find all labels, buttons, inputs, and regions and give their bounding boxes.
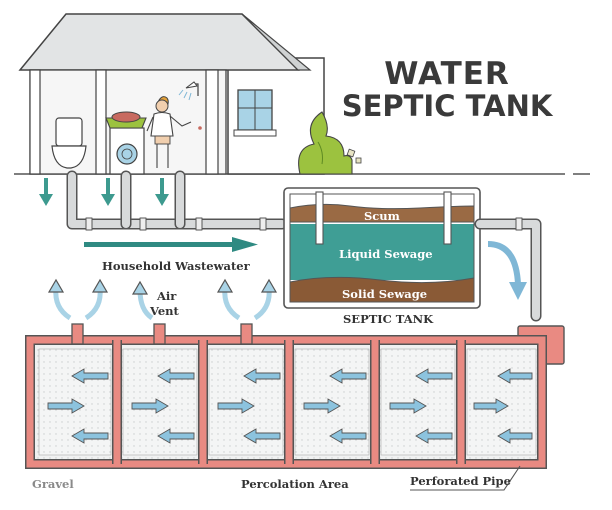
- toilet-icon: [51, 117, 87, 169]
- solid-sewage-layer: [289, 276, 475, 303]
- septic-tank-label: SEPTIC TANK: [343, 312, 434, 326]
- outflow-arrow: [487, 241, 527, 300]
- title-line-1: WATER: [384, 56, 510, 92]
- house: [18, 13, 325, 175]
- air-vent-label-line1: Air: [157, 289, 177, 303]
- gravel-label: Gravel: [32, 477, 74, 491]
- household-wastewater-label: Household Wastewater: [102, 259, 250, 273]
- air-vent-label-line2: Vent: [150, 304, 179, 318]
- percolation-area-label: Percolation Area: [241, 477, 349, 491]
- solid-sewage-label: Solid Sewage: [342, 287, 428, 301]
- scum-layer: [289, 203, 475, 223]
- tank-inlet-baffle: [315, 191, 324, 245]
- air-vent-arrows: [47, 278, 278, 321]
- washing-machine-icon: [105, 111, 147, 175]
- seepage-arrows: [47, 368, 533, 444]
- tank-outlet-baffle: [443, 191, 452, 245]
- person-showering-icon: [146, 96, 192, 168]
- bush-icon: [298, 111, 362, 175]
- household-wastewater-arrow: [84, 237, 258, 252]
- diagram-title: WATER SEPTIC TANK: [332, 58, 562, 121]
- perforated-pipe-label: Perforated Pipe: [410, 474, 511, 488]
- air-vent-pipes: [71, 323, 253, 345]
- perforated-pipe-leader: [410, 465, 521, 491]
- title-line-2: SEPTIC TANK: [341, 88, 553, 123]
- wastewater-down-arrows: [39, 178, 169, 206]
- septic-tank: [283, 187, 481, 309]
- scum-label: Scum: [364, 209, 400, 223]
- shower-head-icon: [178, 81, 202, 130]
- outlet-pipe: [474, 217, 542, 322]
- percolation-area: [25, 335, 547, 469]
- house-roof: [18, 13, 300, 71]
- liquid-sewage-label: Liquid Sewage: [339, 247, 433, 261]
- wastewater-pipes: [66, 170, 288, 231]
